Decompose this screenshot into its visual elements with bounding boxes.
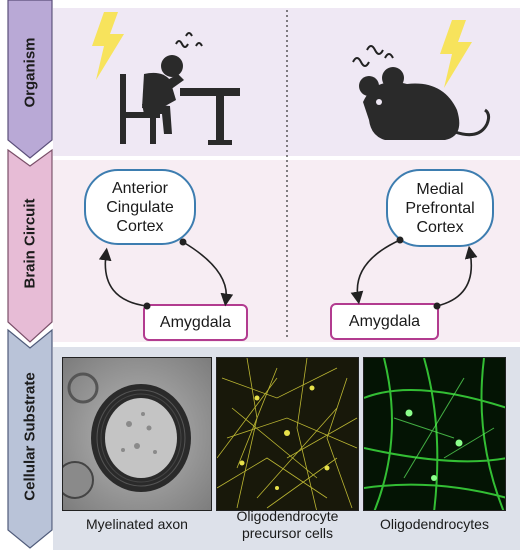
stressed-mouse-icon xyxy=(352,45,491,140)
cortex-line: Anterior xyxy=(111,179,168,197)
oligodendrocytes-image xyxy=(363,357,506,511)
organism-arrow xyxy=(7,0,53,159)
stressed-person-icon xyxy=(120,32,240,145)
myelinated-axon-image xyxy=(62,357,212,511)
cortex-line: Cingulate xyxy=(106,198,174,216)
amygdala-node: Amygdala xyxy=(143,304,248,341)
brain-circuit-arrow xyxy=(7,148,53,343)
amygdala-node: Amygdala xyxy=(330,303,439,340)
cellular-arrow xyxy=(7,328,53,549)
lightning-icon xyxy=(440,20,472,88)
caption-line: Oligodendrocyte xyxy=(236,508,339,524)
caption-line: precursor cells xyxy=(241,525,334,541)
oligodendrocyte-precursor-cells-caption: Oligodendrocyte precursor cells xyxy=(216,508,359,542)
medial-prefrontal-cortex-node: Medial Prefrontal Cortex xyxy=(386,169,494,247)
myelinated-axon-caption: Myelinated axon xyxy=(86,516,188,532)
cortex-line: Prefrontal xyxy=(405,199,475,217)
oligodendrocytes-caption: Oligodendrocytes xyxy=(380,516,489,532)
lightning-icon xyxy=(92,12,124,80)
cortex-line: Cortex xyxy=(416,218,464,236)
level-arrows xyxy=(7,0,53,549)
amygdala-label: Amygdala xyxy=(348,313,421,330)
cortex-line: Cortex xyxy=(116,217,164,235)
cortex-line: Medial xyxy=(416,180,464,198)
anterior-cingulate-cortex-node: Anterior Cingulate Cortex xyxy=(84,169,196,245)
amygdala-label: Amygdala xyxy=(159,314,232,331)
oligodendrocyte-precursor-cells-image xyxy=(216,357,359,511)
